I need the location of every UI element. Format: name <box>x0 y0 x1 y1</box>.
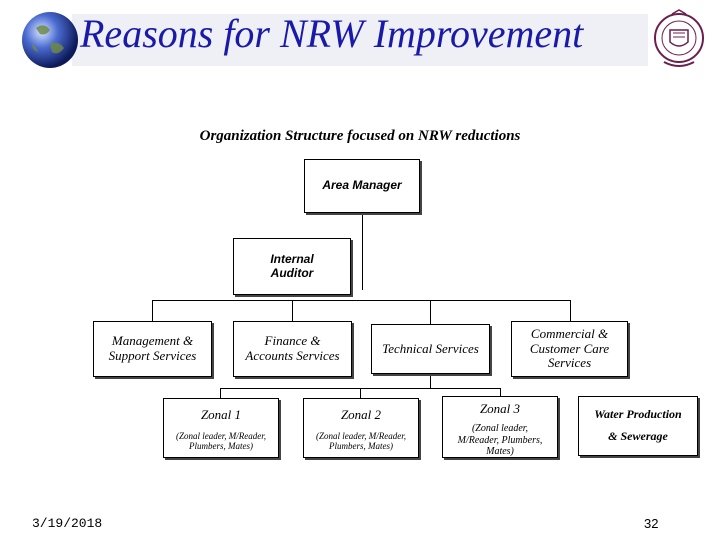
connector-line <box>362 213 363 290</box>
connector-line <box>152 300 153 321</box>
title-band <box>72 14 648 66</box>
zonal-3-box: Zonal 3 (Zonal leader, M/Reader, Plumber… <box>442 396 558 458</box>
management-support-box: Management & Support Services <box>93 321 212 377</box>
water-production-box: Water Production & Sewerage <box>578 396 698 456</box>
connector-line <box>220 388 221 398</box>
zone-name: Zonal 2 <box>340 407 382 422</box>
internal-auditor-box: Internal Auditor <box>233 238 351 295</box>
water-production-label: Water Production & Sewerage <box>594 407 682 443</box>
finance-accounts-box: Finance & Accounts Services <box>233 321 352 377</box>
connector-line <box>360 388 361 398</box>
zone-detail: (Zonal leader, M/Reader, Plumbers, Mates… <box>316 431 406 452</box>
slide-date: 3/19/2018 <box>32 516 103 531</box>
slide-title: Reasons for NRW Improvement <box>80 11 584 56</box>
technical-services-label: Technical Services <box>382 340 479 356</box>
connector-line <box>570 300 571 321</box>
diagram-subtitle: Organization Structure focused on NRW re… <box>199 128 521 144</box>
zone-detail: (Zonal leader, M/Reader, Plumbers, Mates… <box>176 431 266 452</box>
zone-name: Zonal 3 <box>479 401 521 416</box>
page-number: 32 <box>644 516 659 531</box>
globe-icon <box>22 12 78 68</box>
connector-line <box>152 300 570 301</box>
connector-line <box>430 374 431 388</box>
management-support-label: Management & Support Services <box>108 333 197 363</box>
zonal-2-box: Zonal 2 (Zonal leader, M/Reader, Plumber… <box>303 398 419 458</box>
zonal-1-box: Zonal 1 (Zonal leader, M/Reader, Plumber… <box>163 398 279 458</box>
internal-auditor-label: Internal Auditor <box>270 251 314 280</box>
finance-accounts-label: Finance & Accounts Services <box>245 333 340 363</box>
commercial-customer-label: Commercial & Customer Care Services <box>529 325 610 371</box>
commercial-customer-box: Commercial & Customer Care Services <box>511 321 628 377</box>
connector-line <box>430 300 431 324</box>
zone-detail: (Zonal leader, M/Reader, Plumbers, Mates… <box>457 423 543 457</box>
university-crest-icon <box>654 9 704 67</box>
connector-line <box>292 300 293 321</box>
connector-line <box>500 388 501 396</box>
area-manager-box: Area Manager <box>304 159 420 213</box>
area-manager-label: Area Manager <box>322 178 402 193</box>
technical-services-box: Technical Services <box>371 324 490 374</box>
zone-name: Zonal 1 <box>200 407 242 422</box>
